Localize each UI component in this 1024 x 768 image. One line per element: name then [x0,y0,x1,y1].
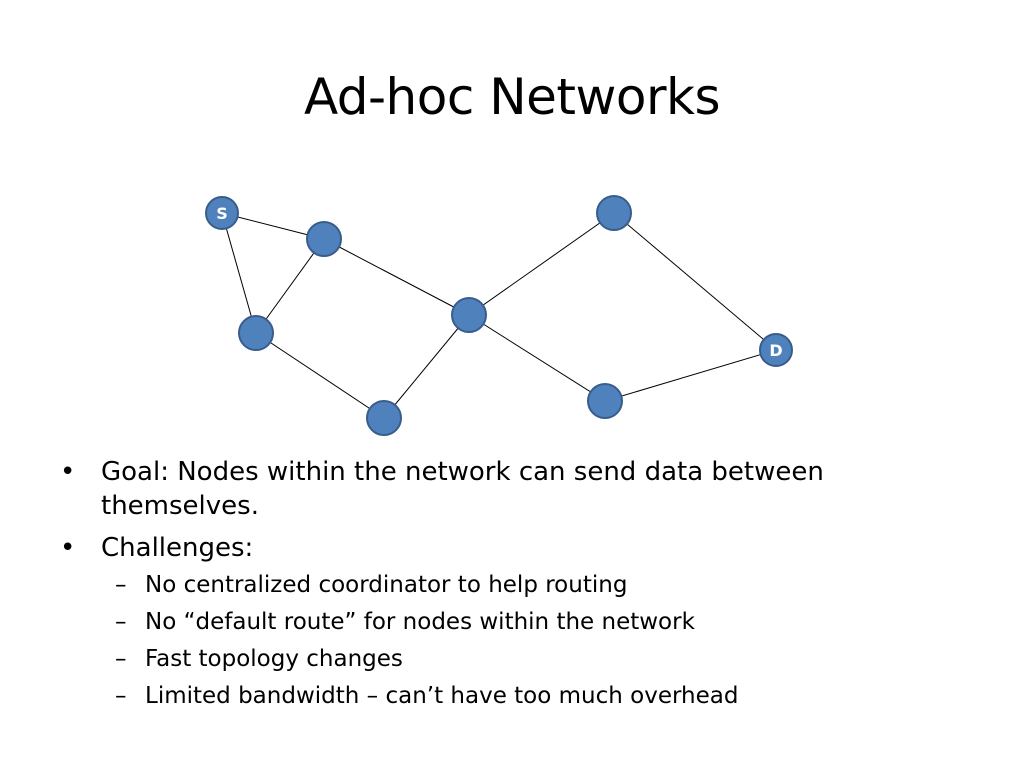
edge-n7-d [604,349,777,402]
sub-bullet-item: – Limited bandwidth – can’t have too muc… [101,678,990,715]
sub-bullet-marker: – [115,683,127,709]
bullet-text: Goal: Nodes within the network can send … [101,457,824,521]
bullet-text: Challenges: [101,533,254,563]
sub-bullet-text: No centralized coordinator to help routi… [145,572,628,598]
node-s: S [205,196,239,230]
node-d: D [759,333,793,367]
node-n2 [306,221,342,257]
sub-bullet-item: – No centralized coordinator to help rou… [101,567,990,604]
edge-n2-n3 [255,238,325,334]
node-circle [759,333,793,367]
sub-bullet-text: No “default route” for nodes within the … [145,609,695,635]
edges-layer [221,212,777,419]
edge-n2-n5 [323,238,470,316]
edge-n5-n6 [468,212,615,316]
node-n5 [451,297,487,333]
sub-bullet-marker: – [115,572,127,598]
sub-bullet-marker: – [115,646,127,672]
node-circle [451,297,487,333]
bullet-list: • Goal: Nodes within the network can sen… [60,455,990,723]
bullet-item-challenges: • Challenges: – No centralized coordinat… [60,531,990,715]
node-circle [238,315,274,351]
sub-bullet-list: – No centralized coordinator to help rou… [101,567,990,715]
edge-n6-d [613,212,777,351]
bullet-marker: • [60,457,76,487]
edge-s-n3 [221,212,257,334]
sub-bullet-item: – No “default route” for nodes within th… [101,604,990,641]
sub-bullet-text: Limited bandwidth – can’t have too much … [145,683,739,709]
edge-n4-n5 [383,314,470,419]
sub-bullet-text: Fast topology changes [145,646,403,672]
sub-bullet-marker: – [115,609,127,635]
node-circle [306,221,342,257]
node-label: D [769,341,782,360]
node-circle [587,383,623,419]
slide-title: Ad-hoc Networks [303,68,721,126]
node-circle [366,400,402,436]
node-n6 [596,195,632,231]
node-n7 [587,383,623,419]
node-n3 [238,315,274,351]
node-circle [596,195,632,231]
edge-n5-n7 [468,314,606,402]
bullet-item-goal: • Goal: Nodes within the network can sen… [60,455,990,523]
node-label: S [216,204,228,223]
edge-n3-n4 [255,332,385,419]
node-n4 [366,400,402,436]
bullet-marker: • [60,533,76,563]
sub-bullet-item: – Fast topology changes [101,641,990,678]
nodes-layer: SD [205,195,793,436]
node-circle [205,196,239,230]
